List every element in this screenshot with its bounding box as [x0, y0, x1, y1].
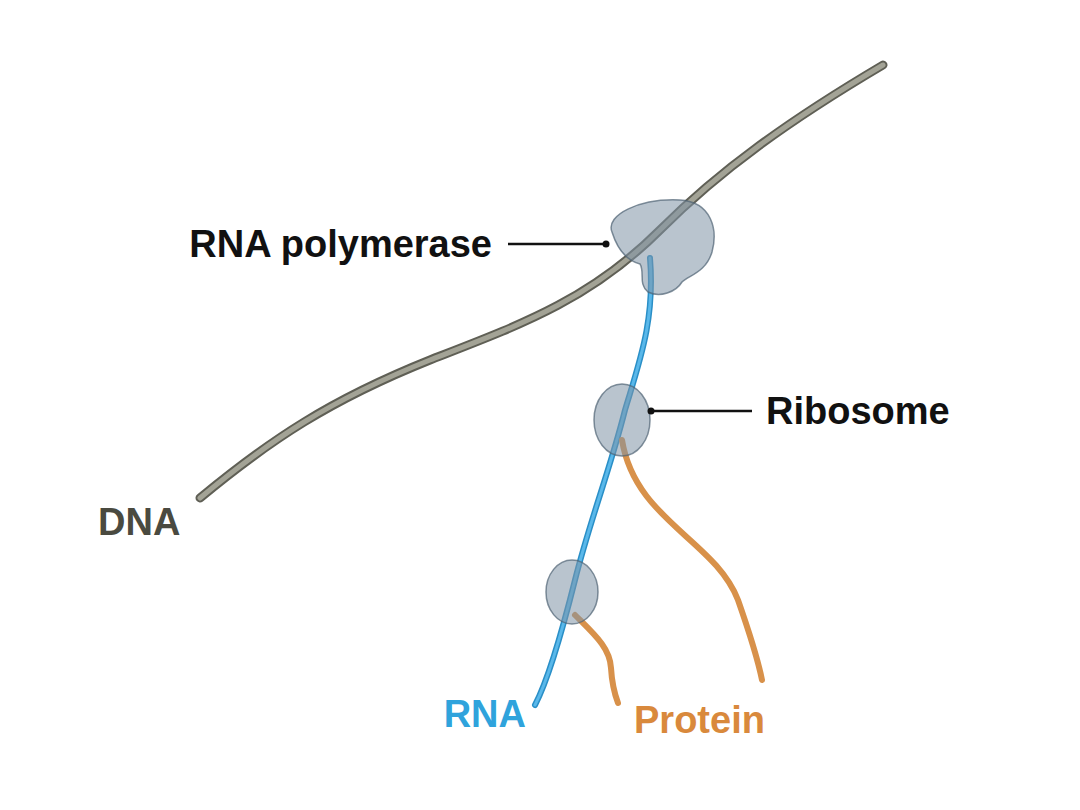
protein-label: Protein — [634, 701, 765, 739]
leader-dot — [603, 241, 610, 248]
rna-polymerase-shape — [611, 200, 714, 295]
rna-label: RNA — [444, 695, 526, 733]
dna-strand-fill — [200, 65, 883, 498]
leader-dot — [648, 408, 655, 415]
protein-chain — [575, 615, 618, 703]
leader-line — [508, 243, 606, 246]
leader-line — [651, 410, 752, 413]
dna-strand — [200, 65, 883, 498]
dna-label: DNA — [98, 503, 180, 541]
protein-chain — [622, 440, 762, 680]
ribosome-label: Ribosome — [766, 392, 950, 430]
ribosome-shape — [546, 560, 598, 624]
enzyme-label: RNA polymerase — [189, 225, 492, 263]
ribosome-shape — [594, 384, 650, 456]
